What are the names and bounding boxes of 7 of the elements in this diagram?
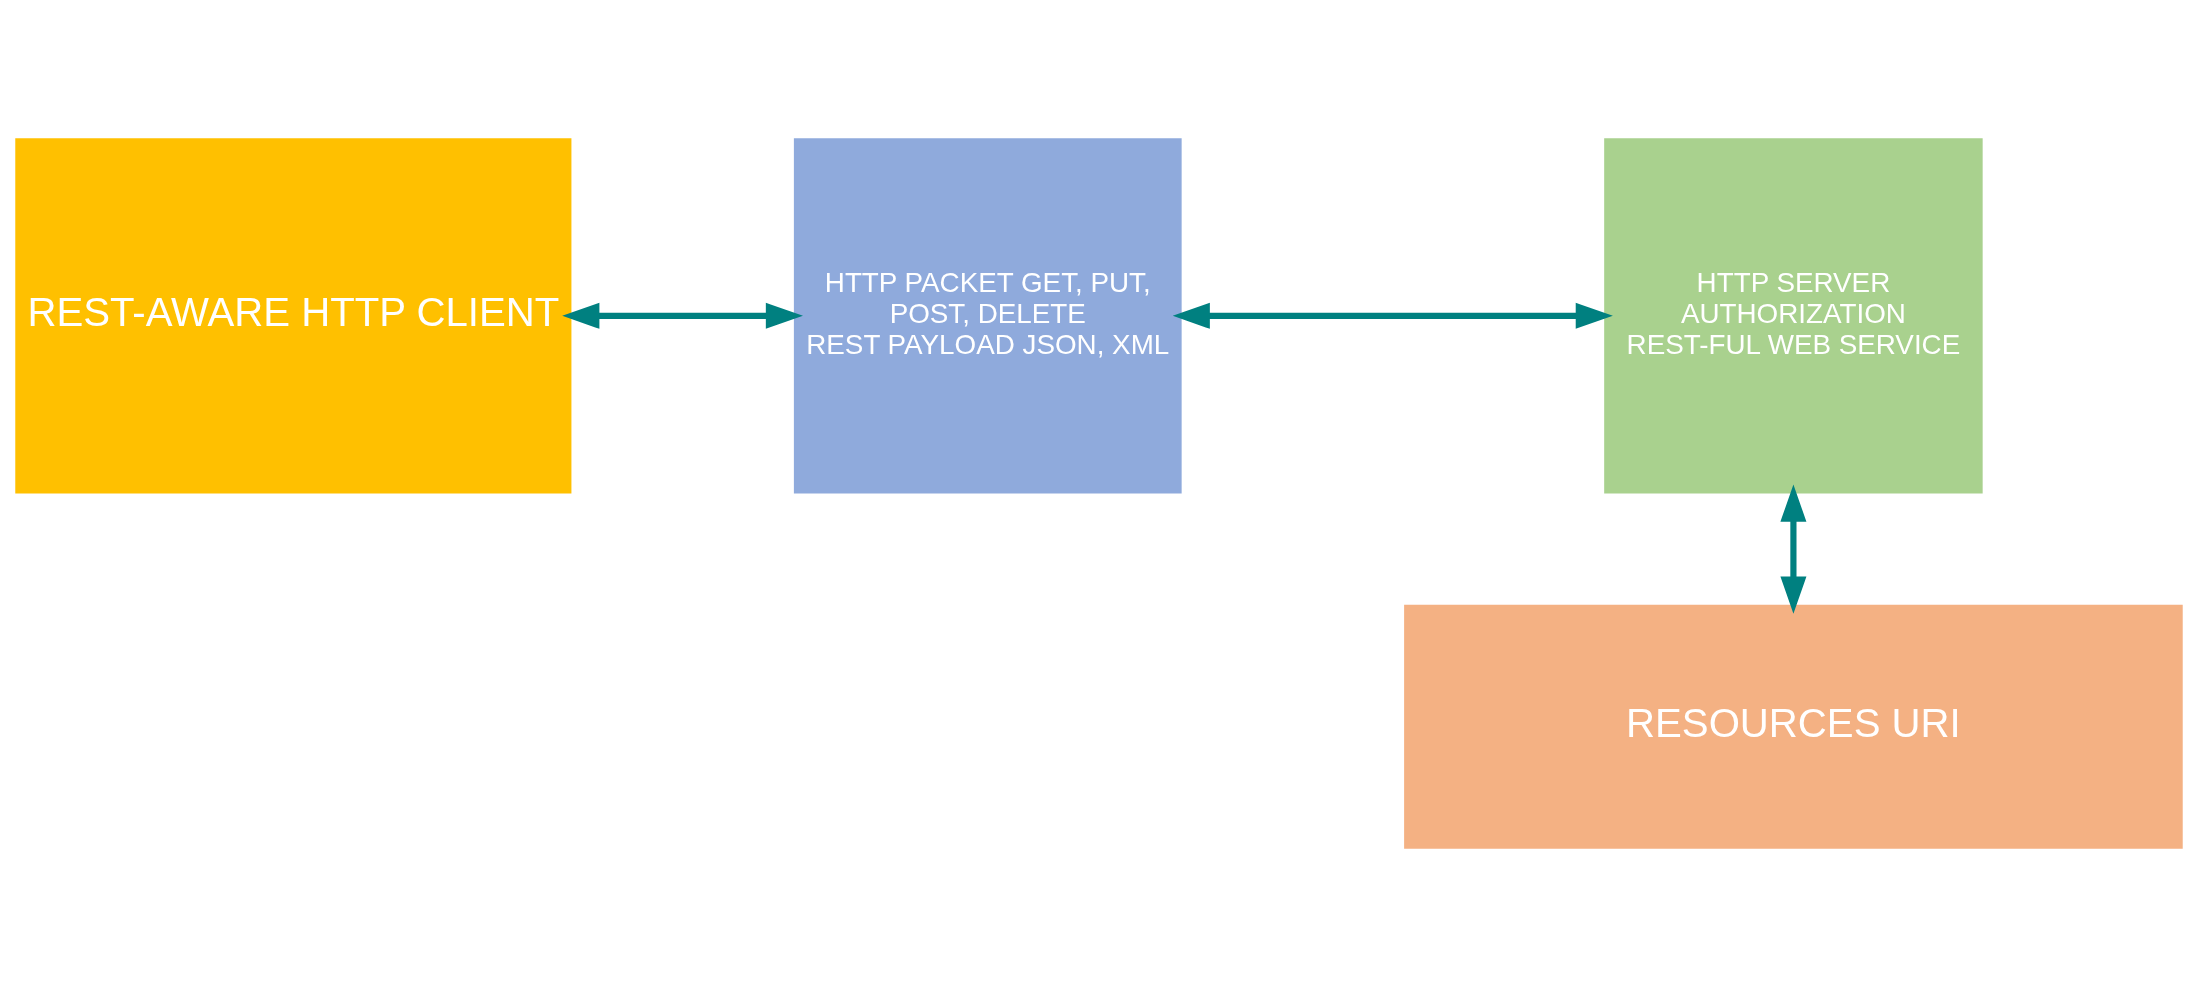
arrow — [1172, 302, 1613, 329]
node-box: REST-AWARE HTTP CLIENT — [15, 138, 572, 494]
node-box: RESOURCES URI — [1404, 604, 2183, 849]
arrow — [1780, 484, 1807, 614]
arrow — [562, 302, 803, 329]
node-box: HTTP SERVER AUTHORIZATION REST-FUL WEB SERVICE — [1604, 138, 1983, 494]
node-box: HTTP PACKET GET, PUT, POST, DELETE REST PAYLOAD JSON, XML — [793, 138, 1182, 494]
